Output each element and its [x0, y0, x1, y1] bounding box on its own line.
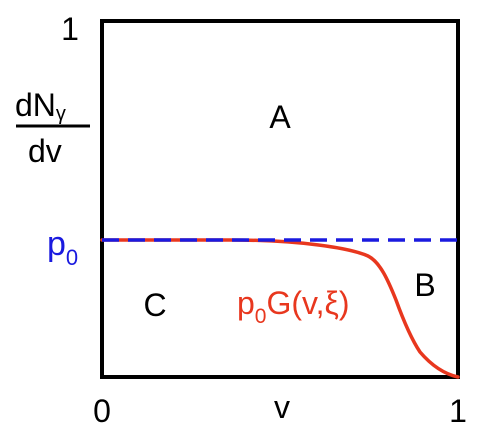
g-curve	[100, 238, 460, 379]
x-axis-min-label: 0	[93, 393, 111, 429]
y-axis-label: dNγ dv	[15, 87, 90, 169]
x-axis-label: v	[274, 389, 290, 425]
p0-label: p0	[47, 225, 78, 270]
region-a-label: A	[269, 99, 291, 135]
y-axis-label-numerator: dNγ	[15, 87, 66, 125]
y-axis-max-label: 1	[61, 11, 79, 47]
y-axis-label-denominator: dv	[28, 133, 62, 169]
plot-frame	[100, 19, 460, 379]
region-b-label: B	[414, 267, 435, 303]
x-axis-max-label: 1	[449, 393, 467, 429]
curve-label: p0G(v,ξ)	[237, 285, 350, 328]
region-c-label: C	[143, 287, 166, 323]
